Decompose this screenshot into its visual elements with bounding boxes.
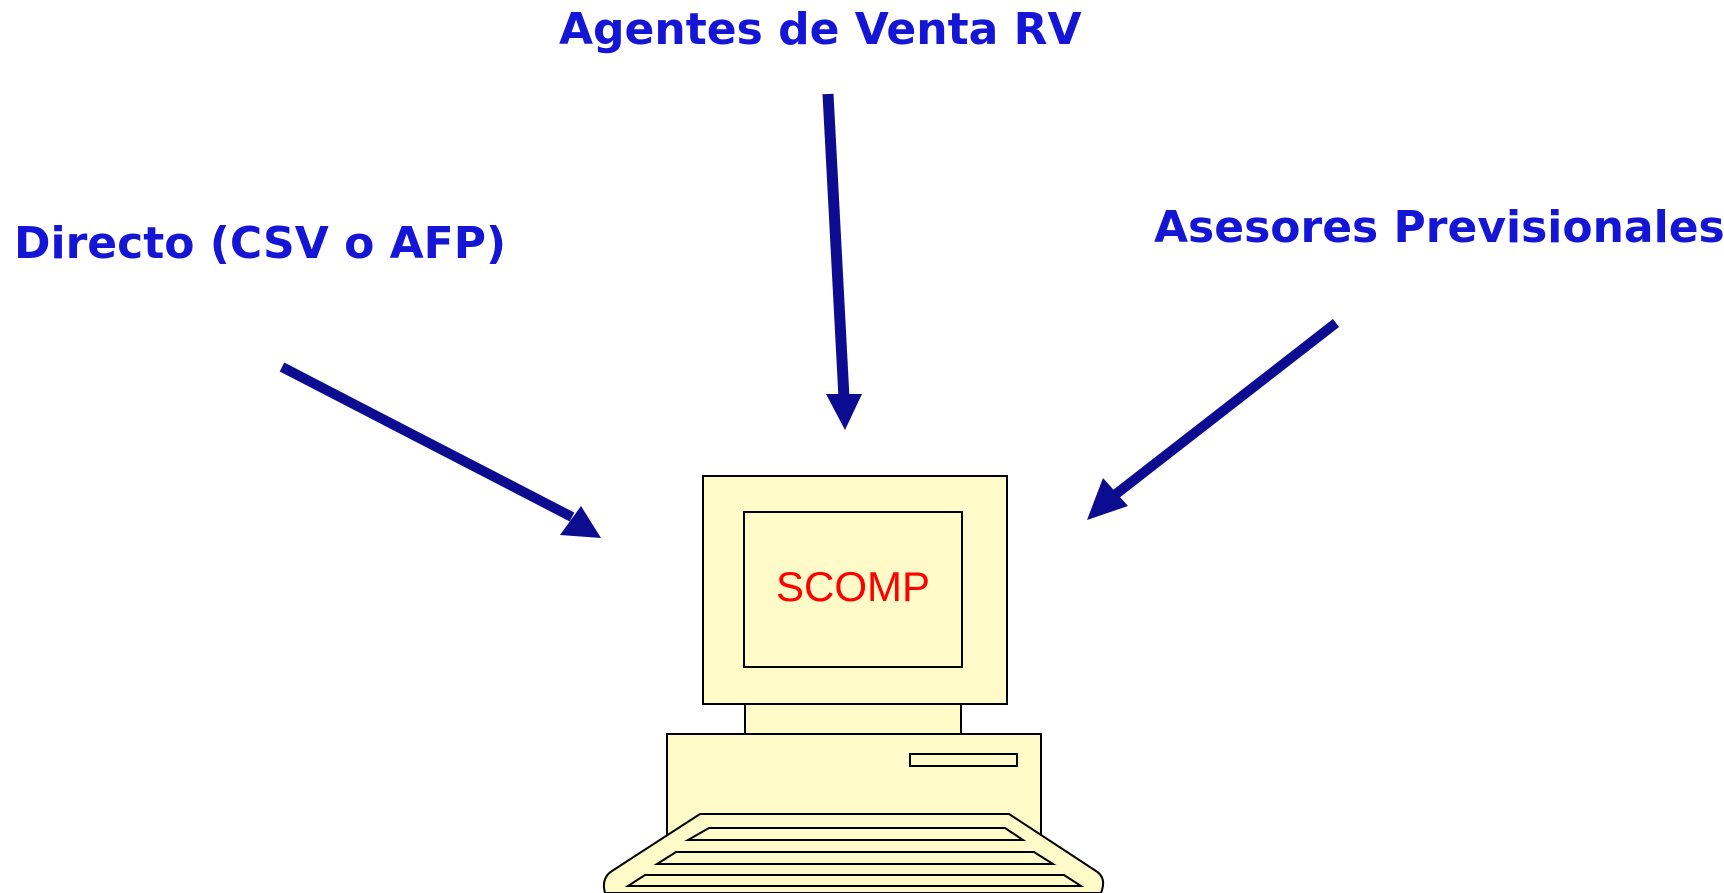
keyboard-key-row-1 bbox=[684, 827, 1027, 841]
label-asesores-previsionales: Asesores Previsionales bbox=[1154, 202, 1724, 253]
arrow-from-top bbox=[822, 93, 862, 430]
arrow-from-right bbox=[1087, 319, 1340, 520]
label-agentes-de-venta: Agentes de Venta RV bbox=[559, 4, 1082, 55]
keyboard-key-row-2 bbox=[653, 851, 1057, 865]
label-directo: Directo (CSV o AFP) bbox=[14, 218, 507, 269]
arrow-from-left bbox=[279, 362, 601, 538]
keyboard-key-row-3 bbox=[624, 874, 1085, 887]
monitor-stand bbox=[744, 703, 962, 737]
monitor-screen bbox=[743, 511, 963, 668]
screen-label-scomp: SCOMP bbox=[775, 563, 930, 610]
disk-drive-slot bbox=[909, 753, 1018, 767]
